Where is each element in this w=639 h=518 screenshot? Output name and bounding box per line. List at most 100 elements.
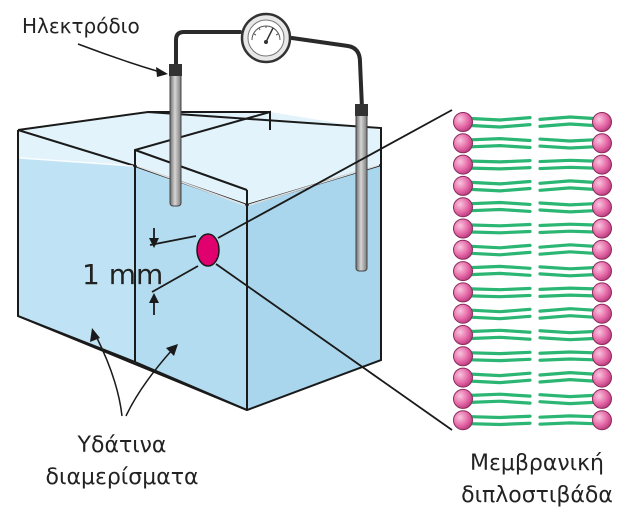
lipid-tail-right <box>538 336 596 342</box>
lipid-tail-right <box>538 250 596 256</box>
water-front-right <box>135 166 247 410</box>
lipid-tail-left <box>469 166 532 171</box>
lipid-head <box>592 112 612 132</box>
lipid-head <box>453 239 473 260</box>
lipid-tail-left <box>469 123 532 129</box>
lipid-tail-right <box>538 222 596 228</box>
bilayer-label-line1: Μεμβρανική <box>470 451 604 476</box>
lipid-tail-right <box>538 393 596 399</box>
lipid-tail-left <box>469 264 532 270</box>
lipid-head <box>592 175 612 196</box>
lipid-tail-right <box>538 201 596 207</box>
lipid-tail-right <box>538 272 596 278</box>
lipid-head <box>453 154 473 175</box>
zoom-lines <box>215 109 453 431</box>
lipid-head <box>453 367 473 388</box>
lipid-tail-right <box>538 144 596 150</box>
lipid-tail-left <box>469 159 532 164</box>
voltmeter-dial-icon <box>240 12 292 64</box>
lipid-tail-left <box>469 314 532 321</box>
lipid-tail-right <box>538 243 596 249</box>
lipid-tail-right <box>538 229 596 235</box>
bilayer-label-line2: διπλοστιβάδα <box>461 483 613 508</box>
lipid-head <box>592 154 612 175</box>
electrode-left <box>169 65 182 207</box>
lipid-head <box>453 282 473 303</box>
lipid-tail-right <box>538 370 596 377</box>
lipid-tail-left <box>469 293 532 299</box>
lipid-tail-left <box>469 328 532 334</box>
lipid-head <box>453 303 473 324</box>
distance-label: 1 mm <box>82 258 163 291</box>
lipid-head <box>453 346 473 367</box>
lipid-tail-left <box>469 414 532 420</box>
lipid-tail-left <box>469 250 532 257</box>
lipid-tail-left <box>469 350 532 356</box>
lipid-tail-left <box>469 179 532 186</box>
dimension-marker <box>149 228 199 315</box>
lipid-tail-right <box>538 400 596 406</box>
lipid-head <box>453 218 473 239</box>
lipid-tail-left <box>469 186 532 193</box>
lipid-head <box>592 303 612 324</box>
lipid-tail-left <box>469 229 532 235</box>
electrode-leader <box>77 43 161 73</box>
lipid-head <box>453 197 473 218</box>
lipid-tail-right <box>538 377 596 384</box>
lipid-tail-right <box>538 179 596 185</box>
lipid-head <box>592 197 612 218</box>
lipid-head <box>453 133 473 154</box>
lipid-head <box>453 261 473 282</box>
lipid-tail-right <box>538 293 596 298</box>
compartment-arrowhead-left <box>90 328 100 342</box>
lipid-tail-right <box>538 122 596 128</box>
lipid-tail-left <box>469 222 532 228</box>
water-side <box>247 165 381 410</box>
electrode-arrowhead <box>156 67 168 77</box>
lipid-head <box>453 388 473 409</box>
compartments-label-line1: Υδάτινα <box>77 433 167 458</box>
lipid-tail-left <box>469 207 532 214</box>
dim-arrow-bottom <box>149 293 159 303</box>
lipid-tail-left <box>469 271 532 277</box>
lipid-head <box>592 388 612 409</box>
lipid-tail-right <box>538 137 596 143</box>
lipid-tail-right <box>538 421 596 426</box>
lipid-tail-right <box>538 286 596 291</box>
lipid-bilayer <box>453 112 612 431</box>
lipid-head <box>592 261 612 282</box>
membrane-hole <box>196 233 220 267</box>
water-tank <box>17 110 382 412</box>
electrode-right <box>355 105 368 272</box>
lipid-tail-right <box>538 329 596 335</box>
compartment-arrow-right <box>125 349 173 417</box>
electrode-label: Ηλεκτρόδιο <box>22 14 140 38</box>
lipid-tail-left <box>469 143 532 150</box>
water-surface <box>18 112 381 205</box>
lipid-head <box>592 133 612 154</box>
lipid-tail-right <box>538 165 596 171</box>
lipid-tail-left <box>469 378 532 385</box>
compartment-arrow-left <box>95 335 123 417</box>
lipid-tail-left <box>469 286 532 292</box>
lipid-head <box>592 218 612 239</box>
lipid-tail-left <box>469 421 532 427</box>
water-front-left <box>18 158 135 362</box>
lipid-head <box>592 282 612 303</box>
lipid-head <box>453 410 473 431</box>
lipid-tail-right <box>538 314 596 320</box>
lipid-head <box>592 410 612 431</box>
lipid-tail-left <box>469 116 532 122</box>
compartments-label-line2: διαμερίσματα <box>46 465 199 490</box>
lipid-tail-left <box>469 136 532 143</box>
lipid-tail-left <box>469 307 532 314</box>
lipid-tail-right <box>538 208 596 214</box>
lipid-tail-left <box>469 200 532 207</box>
lipid-tail-right <box>538 265 596 271</box>
lipid-head <box>453 325 473 345</box>
lipid-head <box>453 112 473 132</box>
lipid-head <box>592 346 612 367</box>
dim-arrow-top <box>149 238 159 248</box>
lipid-tail-left <box>469 399 532 405</box>
